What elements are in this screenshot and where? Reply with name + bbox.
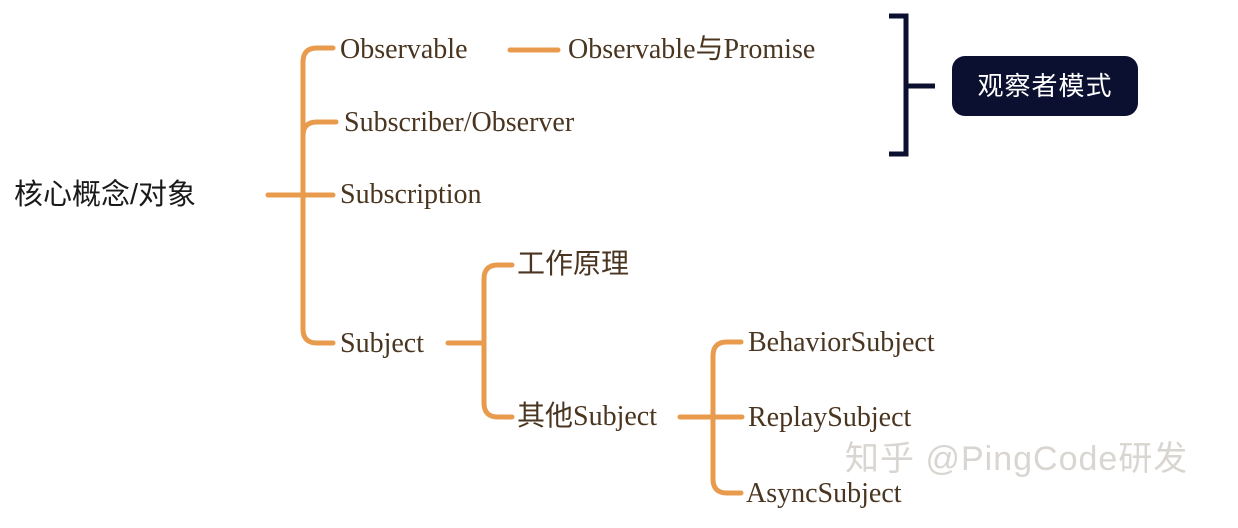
node-subscriber-observer: Subscriber/Observer — [344, 109, 574, 137]
node-subscription: Subscription — [340, 181, 482, 209]
node-async-subject-label: AsyncSubject — [746, 478, 902, 509]
node-subscriber-observer-label: Subscriber/Observer — [344, 107, 575, 138]
connector-branch-other-subject — [481, 400, 515, 420]
node-subscription-label: Subscription — [340, 179, 482, 210]
node-working-principle: 工作原理 — [517, 251, 629, 279]
node-subject: Subject — [340, 330, 424, 358]
node-subject-label: Subject — [340, 328, 424, 359]
annotation-bracket — [889, 13, 909, 157]
node-root: 核心概念/对象 — [14, 181, 196, 210]
node-replay-subject-label: ReplaySubject — [748, 402, 912, 433]
node-behavior-subject-label: BehaviorSubject — [748, 327, 935, 358]
connector-branch-behavior-subject — [710, 339, 744, 359]
connector-branch-subscriber — [300, 119, 339, 139]
node-other-subject: 其他Subject — [517, 403, 657, 431]
node-observable: Observable — [340, 36, 468, 64]
watermark-text: 知乎 @PingCode研发 — [845, 440, 1189, 478]
node-other-subject-label: 其他Subject — [517, 401, 657, 432]
node-observable-vs-promise: Observable与Promise — [568, 36, 815, 64]
node-observable-label: Observable — [340, 34, 468, 65]
connector-branch-observable — [300, 45, 336, 65]
node-replay-subject: ReplaySubject — [748, 404, 911, 432]
node-behavior-subject: BehaviorSubject — [748, 329, 935, 357]
annotation-badge-label: 观察者模式 — [977, 71, 1113, 101]
node-async-subject: AsyncSubject — [746, 480, 902, 508]
watermark: 知乎 @PingCode研发 — [845, 442, 1188, 476]
annotation-badge-observer-pattern[interactable]: 观察者模式 — [952, 56, 1138, 116]
node-observable-vs-promise-label: Observable与Promise — [568, 34, 816, 65]
connector-branch-async-subject — [710, 476, 744, 496]
node-working-principle-label: 工作原理 — [517, 249, 630, 280]
connector-branch-subject — [300, 326, 336, 346]
connector-branch-working-principle — [481, 262, 515, 282]
node-root-label: 核心概念/对象 — [14, 179, 197, 211]
